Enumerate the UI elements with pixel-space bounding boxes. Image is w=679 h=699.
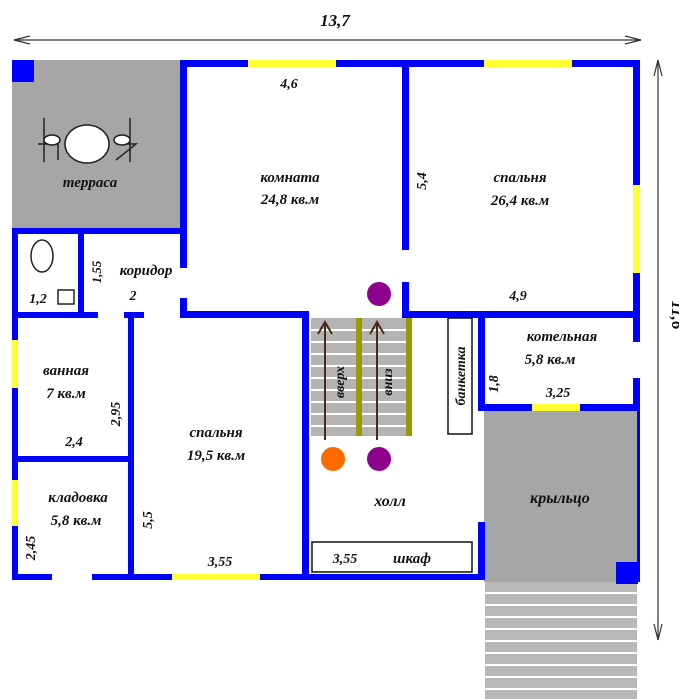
room-area: 24,8 кв.м	[260, 192, 319, 208]
windows	[12, 60, 640, 580]
closet-width-label: 3,55	[332, 552, 358, 567]
corridor-name: коридор	[120, 263, 173, 279]
bedroom-left-width-label: 3,55	[207, 555, 233, 570]
porch-post	[616, 562, 638, 584]
light-icon	[367, 282, 391, 306]
wc-width-label: 1,2	[29, 292, 47, 307]
storage-height-label: 2,45	[24, 536, 39, 562]
bedroom-left-area: 19,5 кв.м	[187, 448, 245, 464]
sink-icon	[57, 289, 75, 305]
light-icon	[321, 447, 345, 471]
porch-name: крыльцо	[530, 490, 590, 507]
light-icon	[367, 447, 391, 471]
bedroom-top-width-label: 4,9	[508, 289, 527, 304]
porch-area	[484, 410, 637, 582]
bench	[447, 317, 473, 435]
boiler-name: котельная	[527, 329, 598, 345]
terrace-post	[12, 60, 34, 82]
bedroom-left-height-label: 5,5	[141, 511, 156, 529]
stairs-down-label: вниз	[381, 368, 396, 396]
corridor-height-label: 1,55	[89, 260, 104, 283]
stairs-up-arrow	[317, 320, 333, 440]
closet-label: шкаф	[393, 551, 431, 567]
bedroom-top-name: спальня	[493, 170, 546, 186]
bench-label: банкетка	[454, 346, 469, 405]
total-width-dimension-line	[13, 35, 642, 45]
table-icon	[64, 124, 110, 164]
total-height-dimension-line	[653, 59, 663, 641]
bedroom-left-name: спальня	[189, 425, 242, 441]
hall-name: холл	[373, 493, 406, 510]
total-height-label: 11,6	[668, 301, 679, 330]
toilet-icon	[30, 239, 54, 273]
stairs-up-label: вверх	[333, 366, 348, 398]
boiler-height-label: 1,8	[487, 375, 502, 393]
closet	[311, 541, 473, 573]
room-top-width-label: 4,6	[279, 77, 298, 92]
staircase	[311, 318, 412, 436]
storage-area: 5,8 кв.м	[51, 513, 102, 529]
bathroom-width-label: 2,4	[64, 435, 83, 450]
stair-rail	[406, 318, 412, 436]
bathroom-height-label: 2,95	[109, 402, 124, 428]
terrace-table-set	[38, 118, 139, 164]
storage-name: кладовка	[48, 490, 108, 506]
porch-steps	[485, 582, 637, 699]
bedroom-top-height-label: 5,4	[415, 172, 430, 190]
stairs-down-arrow	[369, 320, 385, 440]
bathroom-area: 7 кв.м	[46, 386, 86, 402]
total-width-label: 13,7	[320, 11, 351, 30]
bathroom-name: ванная	[43, 363, 89, 379]
terrace-name: терраса	[63, 175, 118, 191]
stair-rail	[356, 318, 362, 436]
boiler-width-label: 3,25	[545, 386, 571, 401]
bedroom-top-area: 26,4 кв.м	[490, 193, 549, 209]
boiler-area: 5,8 кв.м	[525, 352, 576, 368]
corridor-width-label: 2	[129, 289, 137, 304]
room-name: комната	[260, 170, 320, 186]
